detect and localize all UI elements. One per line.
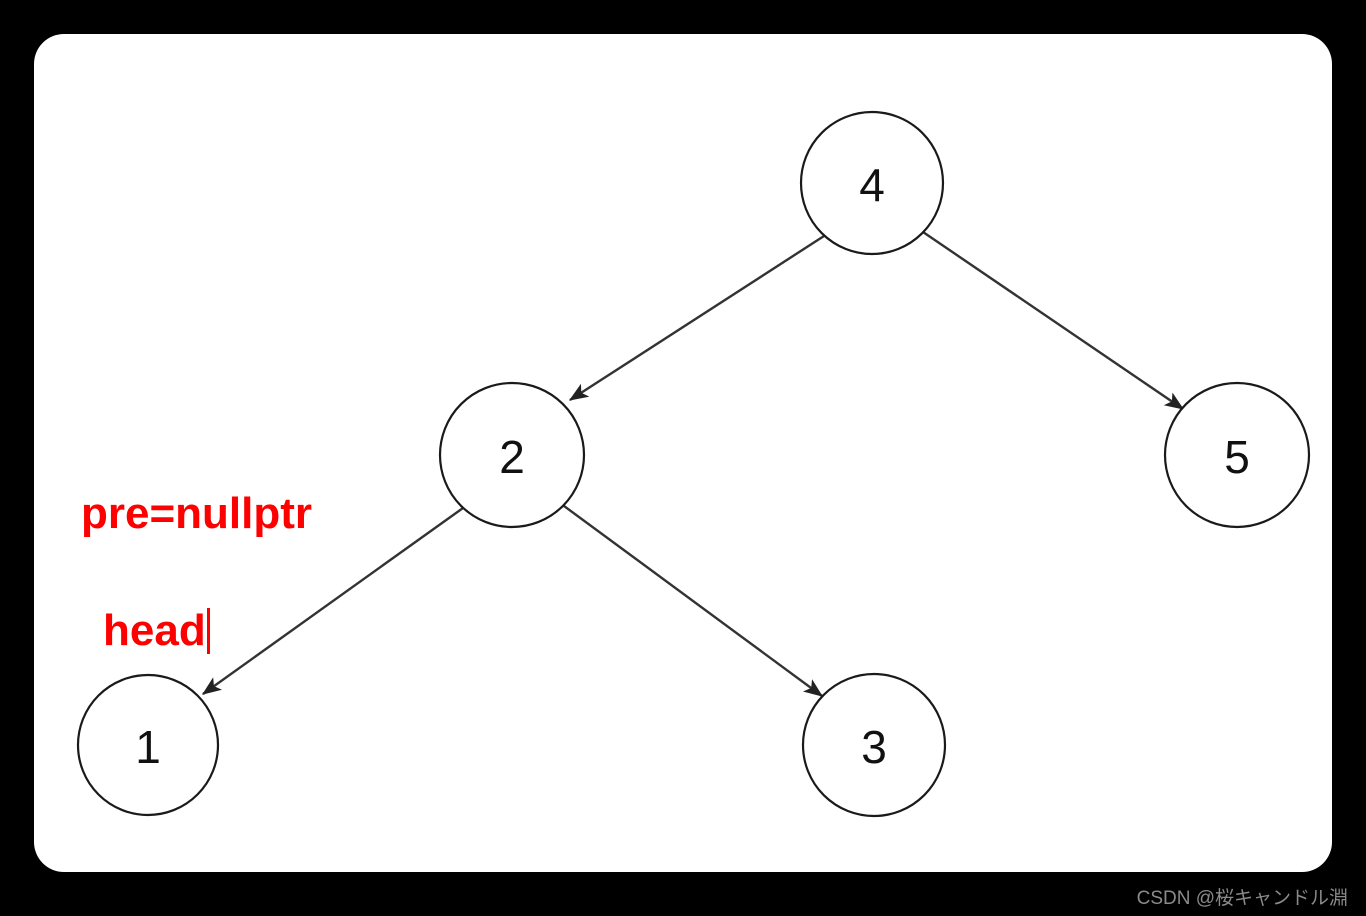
node-circle-4[interactable] [799, 110, 945, 256]
text-caret [206, 608, 210, 654]
tree-node-4[interactable]: 4 [799, 110, 945, 256]
node-circle-1[interactable] [76, 673, 220, 817]
annotation-pre-text: pre=nullptr [81, 489, 313, 538]
node-circle-2[interactable] [438, 381, 586, 529]
node-label-2: 2 [499, 431, 525, 483]
tree-node-3[interactable]: 3 [801, 672, 947, 818]
node-label-5: 5 [1224, 431, 1250, 483]
tree-edges [202, 231, 1184, 697]
edge-2-to-1 [202, 507, 464, 695]
node-circle-5[interactable] [1163, 381, 1311, 529]
annotation-pre-nullptr: pre=nullptr [81, 492, 312, 536]
csdn-watermark: CSDN @桜キャンドル淵 [1136, 888, 1348, 909]
edge-2-to-3 [563, 505, 823, 697]
diagram-card [34, 34, 1332, 872]
tree-node-5[interactable]: 5 [1163, 381, 1311, 529]
edge-4-to-2 [568, 234, 825, 402]
node-label-3: 3 [861, 721, 887, 773]
edge-4-to-5 [922, 231, 1184, 410]
node-circle-3[interactable] [801, 672, 947, 818]
tree-node-1[interactable]: 1 [76, 673, 220, 817]
node-label-1: 1 [135, 721, 161, 773]
annotation-head-text: head [103, 606, 206, 655]
tree-node-2[interactable]: 2 [438, 381, 586, 529]
annotation-head: head [103, 608, 210, 654]
node-label-4: 4 [859, 159, 885, 211]
